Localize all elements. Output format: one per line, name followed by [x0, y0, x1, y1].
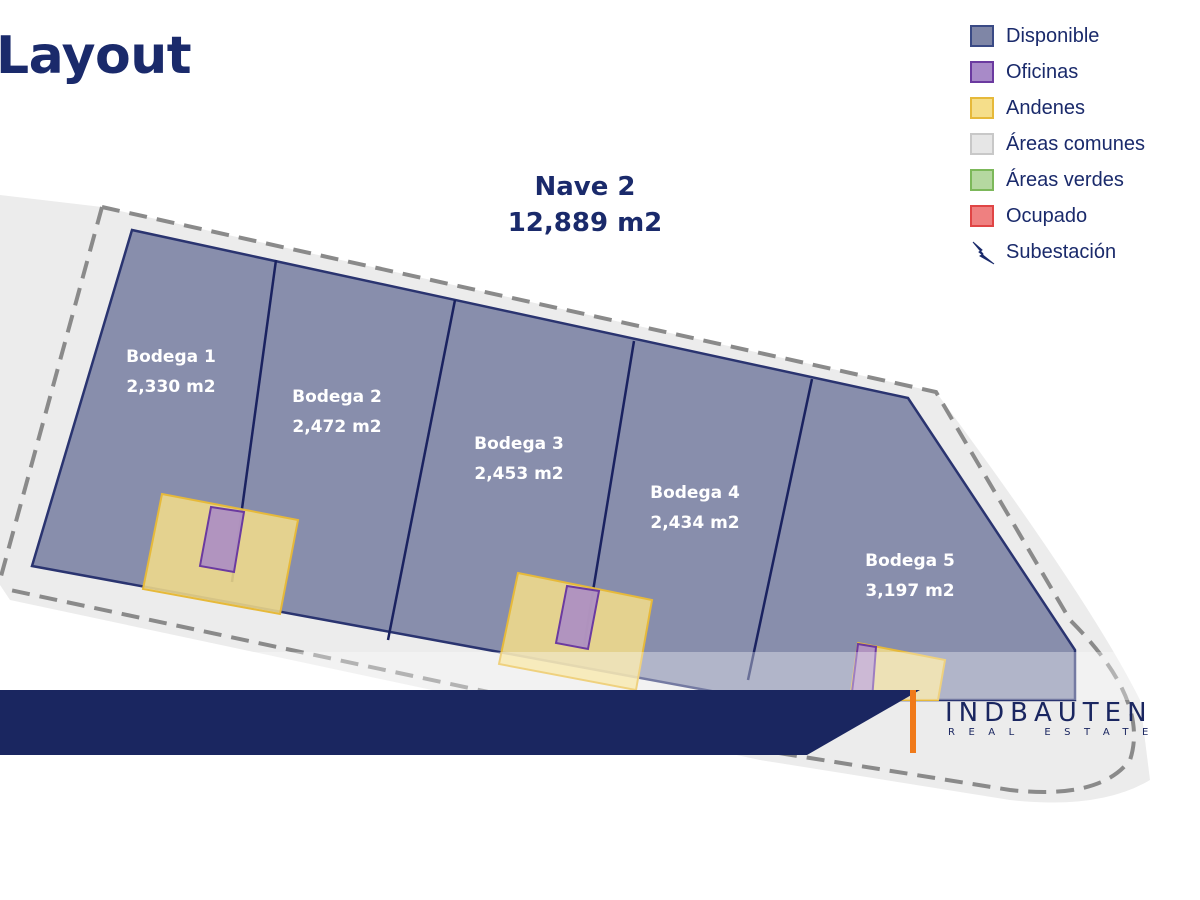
- brand-logo: INDBAUTEN: [945, 698, 1153, 728]
- nave-name: Nave 2: [534, 172, 636, 202]
- bodega-5-area: 3,197 m2: [865, 581, 954, 601]
- divider-4-5: [746, 378, 814, 681]
- bodega-4-area: 2,434 m2: [650, 513, 739, 533]
- legend-label: Áreas verdes: [1006, 168, 1124, 191]
- legend-item-andenes: Andenes: [970, 90, 1145, 126]
- bodega-2-area: 2,472 m2: [292, 417, 381, 437]
- oficina-bodega-1: [198, 505, 246, 574]
- legend-item-ocupado: Ocupado: [970, 198, 1145, 234]
- bodega-2-name: Bodega 2: [292, 387, 382, 407]
- oficinas-swatch: [970, 61, 994, 83]
- legend-label: Andenes: [1006, 96, 1085, 119]
- bodega-3-name: Bodega 3: [474, 434, 564, 454]
- building-footprint: [30, 228, 1077, 702]
- legend-item-subestacion: Subestación: [970, 234, 1145, 270]
- legend-item-disponible: Disponible: [970, 18, 1145, 54]
- bodega-1-name: Bodega 1: [126, 347, 216, 367]
- bodega-labels: Bodega 1 2,330 m2 Bodega 2 2,472 m2 Bode…: [126, 347, 955, 601]
- site-perimeter: [9, 205, 1136, 794]
- legend-label: Ocupado: [1006, 204, 1088, 227]
- bodega-3-area: 2,453 m2: [474, 464, 563, 484]
- areas-comunes-swatch: [970, 133, 994, 155]
- areas-verdes-swatch: [970, 169, 994, 191]
- andenes-swatch: [970, 97, 994, 119]
- legend-label: Disponible: [1006, 24, 1100, 47]
- disponible-swatch: [970, 25, 994, 47]
- brand-tagline: REAL ESTATE: [948, 727, 1162, 738]
- oficina-bodega-3: [554, 584, 601, 651]
- legend-label: Subestación: [1006, 240, 1117, 263]
- bodega-5-name: Bodega 5: [865, 551, 955, 571]
- nave-area: 12,889 m2: [507, 208, 663, 238]
- bodega-4-name: Bodega 4: [650, 483, 740, 503]
- ocupado-swatch: [970, 205, 994, 227]
- legend-label: Oficinas: [1006, 60, 1079, 83]
- divider-2-3: [386, 299, 457, 641]
- legend-item-oficinas: Oficinas: [970, 54, 1145, 90]
- legend-item-areas-verdes: Áreas verdes: [970, 162, 1145, 198]
- legend-label: Áreas comunes: [1006, 132, 1145, 155]
- page-title: Layout: [0, 26, 192, 86]
- footer-band: [0, 690, 920, 755]
- site-perimeter-left: [0, 206, 104, 581]
- brand-accent-bar: [910, 690, 916, 753]
- lightning-bolt-icon: [970, 240, 995, 265]
- legend-item-areas-comunes: Áreas comunes: [970, 126, 1145, 162]
- legend: Disponible Oficinas Andenes Áreas comune…: [970, 18, 1145, 270]
- bodega-1-area: 2,330 m2: [126, 377, 215, 397]
